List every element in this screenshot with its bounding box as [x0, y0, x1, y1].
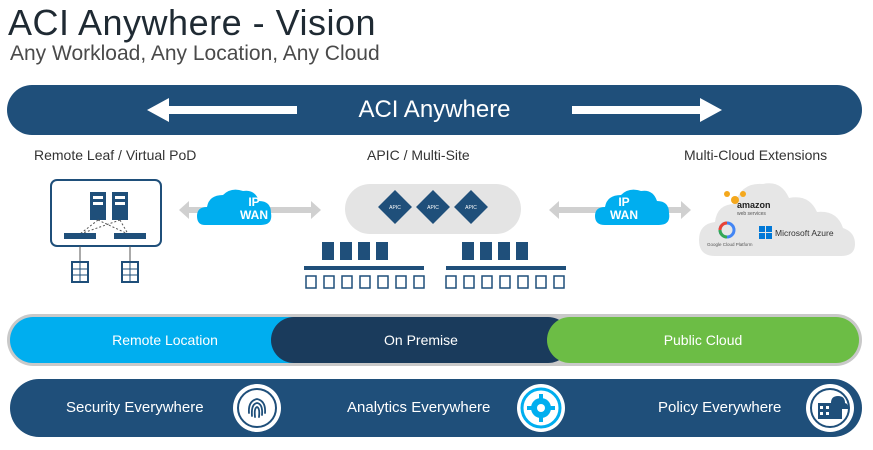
remote-leaf-diagram	[50, 179, 162, 283]
wan-ip-text: IP	[248, 195, 260, 209]
apic-node-label-1: APIC	[389, 205, 401, 211]
page-subtitle: Any Workload, Any Location, Any Cloud	[10, 42, 380, 65]
label-apic-multisite: APIC / Multi-Site	[367, 147, 470, 163]
wan-link-left	[179, 189, 321, 225]
policy-everywhere-label: Policy Everywhere	[658, 399, 782, 416]
left-arrow-icon	[147, 98, 297, 122]
segment-remote-location: Remote Location	[10, 317, 320, 363]
azure-label: Microsoft Azure	[775, 228, 834, 238]
multi-cloud-group: amazon web services Google Cloud Platfor…	[699, 183, 855, 256]
wan-link-right	[549, 189, 691, 225]
fingerprint-icon	[233, 384, 281, 432]
right-arrow-icon	[572, 98, 722, 122]
segment-on-premise: On Premise	[271, 317, 571, 363]
everywhere-bar: Security Everywhere Analytics Everywhere…	[10, 379, 862, 437]
wan-wan-text: WAN	[240, 208, 268, 222]
google-label: Google Cloud Platform	[707, 242, 753, 247]
analytics-everywhere-label: Analytics Everywhere	[347, 399, 491, 416]
building-cloud-icon	[806, 384, 854, 432]
on-prem-fabrics	[304, 242, 566, 289]
banner-label: ACI Anywhere	[358, 96, 511, 123]
gear-icon	[517, 384, 565, 432]
amazon-label: amazon	[737, 200, 771, 210]
apic-node-label-2: APIC	[427, 205, 439, 211]
label-multi-cloud: Multi-Cloud Extensions	[684, 147, 828, 163]
wan-wan-text-right: WAN	[610, 208, 638, 222]
security-everywhere-label: Security Everywhere	[66, 399, 204, 416]
apic-cluster: APIC APIC APIC	[345, 184, 521, 234]
location-bar: Remote Location On Premise Public Cloud	[7, 314, 862, 366]
wan-label-left: IP WAN	[234, 196, 274, 222]
page-title: ACI Anywhere - Vision	[8, 2, 377, 43]
segment-public-cloud: Public Cloud	[547, 317, 859, 363]
wan-ip-text-right: IP	[618, 195, 630, 209]
wan-label-right: IP WAN	[604, 196, 644, 222]
label-remote-leaf: Remote Leaf / Virtual PoD	[34, 147, 197, 163]
apic-node-label-3: APIC	[465, 205, 477, 211]
aws-sub-label: web services	[737, 211, 766, 217]
aci-anywhere-banner: ACI Anywhere	[7, 85, 862, 135]
